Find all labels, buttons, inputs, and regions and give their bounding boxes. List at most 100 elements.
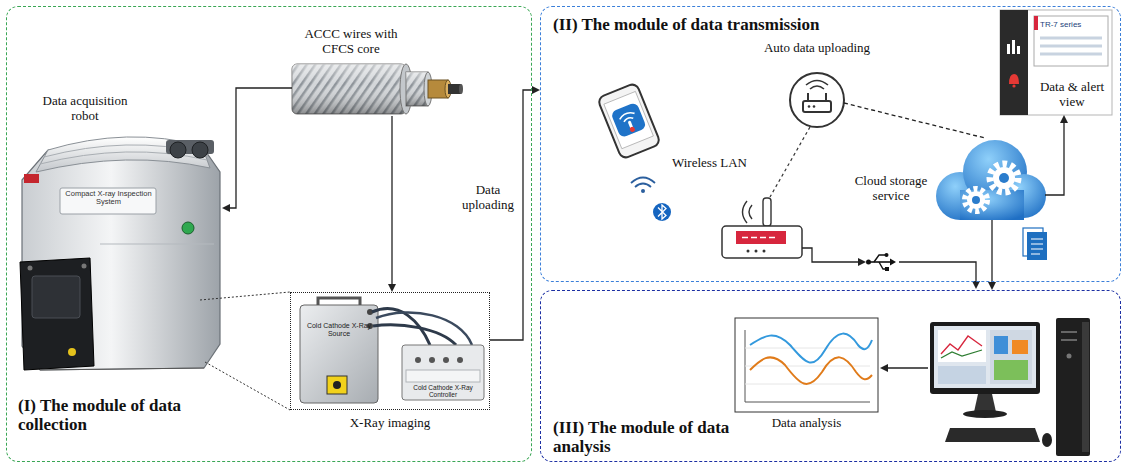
robot-illustration-part	[24, 174, 39, 183]
robot-illustration-part	[40, 368, 204, 370]
document-icon	[1023, 228, 1047, 260]
wifi-symbol-part	[631, 178, 655, 184]
router-node: Auto data uploading	[790, 73, 844, 127]
cable-node: ACCC wires with CFCS core	[292, 62, 462, 116]
robot-illustration-part	[60, 188, 156, 214]
chart-graphic-part	[750, 357, 872, 384]
computer-icon-part	[1042, 433, 1052, 447]
network-label: Wireless LAN	[672, 156, 762, 171]
xray-equipment-part	[457, 357, 463, 363]
arrow-head	[388, 284, 396, 292]
dashboard-screen-part	[1017, 46, 1020, 54]
zoom-lines	[200, 292, 290, 410]
xray-equipment-part	[443, 357, 449, 363]
computer-icon-part	[990, 330, 1032, 384]
data-logger-part	[763, 198, 771, 226]
node-label: Data & alert view	[1033, 80, 1111, 109]
bluetooth-icon-part	[653, 203, 671, 221]
connector	[844, 103, 985, 138]
xray-imaging-box: X-Ray imaging	[290, 292, 490, 410]
dashboard-screen-part	[1034, 16, 1108, 66]
usb-link-part	[866, 260, 871, 265]
usb-link-part	[885, 267, 889, 271]
cloud-node: Cloud storage service	[935, 138, 1045, 220]
document-icon-part	[1031, 239, 1043, 254]
node-label: Auto data uploading	[752, 41, 882, 56]
dashboard-screen-part	[1040, 38, 1102, 54]
computer-icon-part	[963, 410, 1007, 418]
smartphone-icon-part-part	[604, 91, 654, 148]
node-label: ACCC wires with CFCS core	[292, 27, 410, 56]
computer-icon-part	[934, 326, 1036, 388]
device-text: Cold Cathode X-Ray Source	[304, 322, 374, 338]
wifi-symbol	[631, 178, 655, 194]
dashboard-screen-part	[1000, 10, 1112, 115]
module-panel: (II) The module of data transmissionAuto…	[540, 6, 1121, 282]
arrow-head	[988, 282, 996, 290]
connector-line	[229, 88, 292, 208]
cloud-icon-part	[967, 191, 985, 209]
computer-icon-part	[945, 428, 1040, 442]
data-logger	[722, 198, 802, 258]
chart-node: Data analysis	[735, 318, 878, 412]
usb-link-part	[885, 253, 889, 257]
connector-line	[991, 220, 992, 283]
cloud-icon-part	[999, 173, 1009, 183]
usb-link-part	[879, 262, 886, 269]
chart-graphic	[735, 318, 878, 412]
data-logger-part	[755, 250, 758, 253]
connector	[988, 220, 996, 290]
node-label: Cloud storage service	[849, 174, 933, 203]
node-label: Data analysis	[735, 416, 878, 431]
robot-illustration-part	[28, 266, 33, 271]
dashboard-screen-part	[1007, 44, 1010, 54]
dashboard-screen-part	[1034, 16, 1038, 30]
cable-illustration-part	[292, 64, 406, 114]
router-icon-part	[813, 105, 816, 108]
usb-link	[802, 248, 980, 289]
robot-illustration-part	[170, 142, 186, 158]
connector-line	[391, 116, 392, 285]
data-logger-part	[743, 201, 748, 223]
router-icon	[790, 73, 844, 127]
computer-icon-part	[1067, 354, 1072, 359]
cloud-icon-part	[965, 189, 987, 211]
module-panel: (III) The module of data analysisData an…	[540, 290, 1121, 462]
xray-equipment-part	[376, 312, 472, 345]
data-logger-part	[736, 231, 786, 244]
robot-illustration-part	[20, 258, 94, 370]
cloud-icon	[936, 140, 1046, 220]
router-icon-part	[808, 105, 811, 108]
dashboard-screen-part	[1000, 10, 1028, 115]
xray-equipment-part	[300, 305, 378, 403]
xray-equipment-part	[402, 345, 484, 400]
module-heading: (I) The module of data collection	[18, 396, 218, 434]
robot-illustration-part	[192, 142, 208, 158]
group-border	[290, 292, 490, 410]
usb-link-part	[874, 255, 885, 262]
computer-icon-part	[930, 322, 1040, 394]
connector	[388, 116, 396, 292]
smartphone-icon-part-part	[597, 83, 661, 160]
analysis-arrow-part	[888, 367, 928, 368]
xray-equipment-part	[406, 370, 480, 382]
data-logger-part	[722, 226, 802, 258]
usb-link-part	[899, 262, 976, 281]
cloud-icon-part	[990, 164, 1018, 192]
robot-illustration-part	[182, 222, 194, 234]
smartphone-icon-part-part	[629, 126, 636, 133]
bluetooth-icon-part	[658, 205, 666, 219]
node-label: Data acquisition robot	[35, 94, 135, 123]
computer-icon-part	[1082, 322, 1089, 452]
computer-icon-part	[1061, 332, 1077, 340]
dashboard-screen	[1000, 10, 1112, 115]
wireless-link-part	[770, 127, 810, 197]
usb-link-part	[890, 259, 896, 266]
cable-illustration-part	[292, 64, 406, 114]
xray-equipment-part	[333, 381, 341, 389]
zoom-lines-part	[200, 292, 290, 300]
module-heading: (II) The module of data transmission	[553, 15, 953, 34]
computer-icon-part	[1056, 318, 1090, 456]
